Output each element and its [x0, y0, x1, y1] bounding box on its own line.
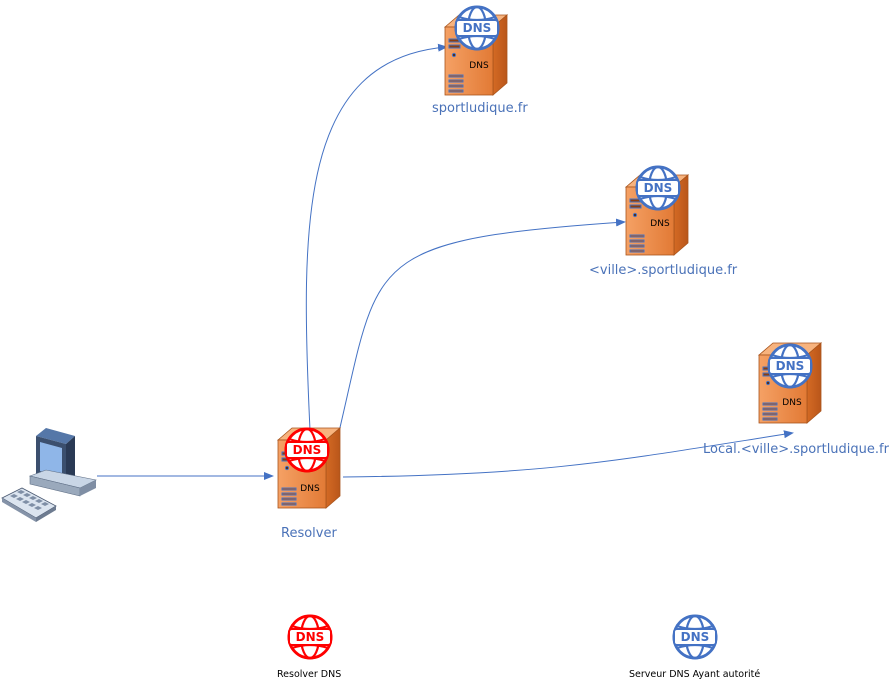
legend-resolver-label: Resolver DNS	[277, 669, 342, 680]
globe-label: DNS	[463, 21, 492, 35]
server-label-city: <ville>.sportludique.fr	[589, 263, 738, 278]
dns-resolver-server: DNS DNS	[277, 426, 341, 509]
dns-server-root: DNS DNS	[444, 4, 508, 96]
edge-resolver-root	[305, 43, 448, 431]
legend-authoritative-label: Serveur DNS Ayant autorité	[629, 669, 761, 680]
edge-resolver-local	[342, 430, 794, 478]
server-label-local: Local.<ville>.sportludique.fr	[703, 442, 889, 457]
dns-server-city: DNS DNS	[625, 164, 689, 256]
resolver-label: Resolver	[281, 526, 337, 541]
server-label-root: sportludique.fr	[432, 101, 528, 116]
globe-label: DNS	[776, 359, 805, 373]
globe-label: DNS	[293, 443, 322, 457]
desktop-computer-icon	[1, 428, 97, 522]
case-label: DNS	[300, 484, 320, 494]
case-label: DNS	[469, 61, 489, 71]
legend-authoritative-icon-text: DNS	[681, 630, 710, 644]
globe-label: DNS	[644, 181, 673, 195]
legend-resolver-icon-text: DNS	[296, 630, 325, 644]
edge-resolver-city	[337, 218, 626, 437]
case-label: DNS	[782, 398, 802, 408]
case-label: DNS	[650, 219, 670, 229]
dns-server-local: DNS DNS	[758, 342, 822, 424]
